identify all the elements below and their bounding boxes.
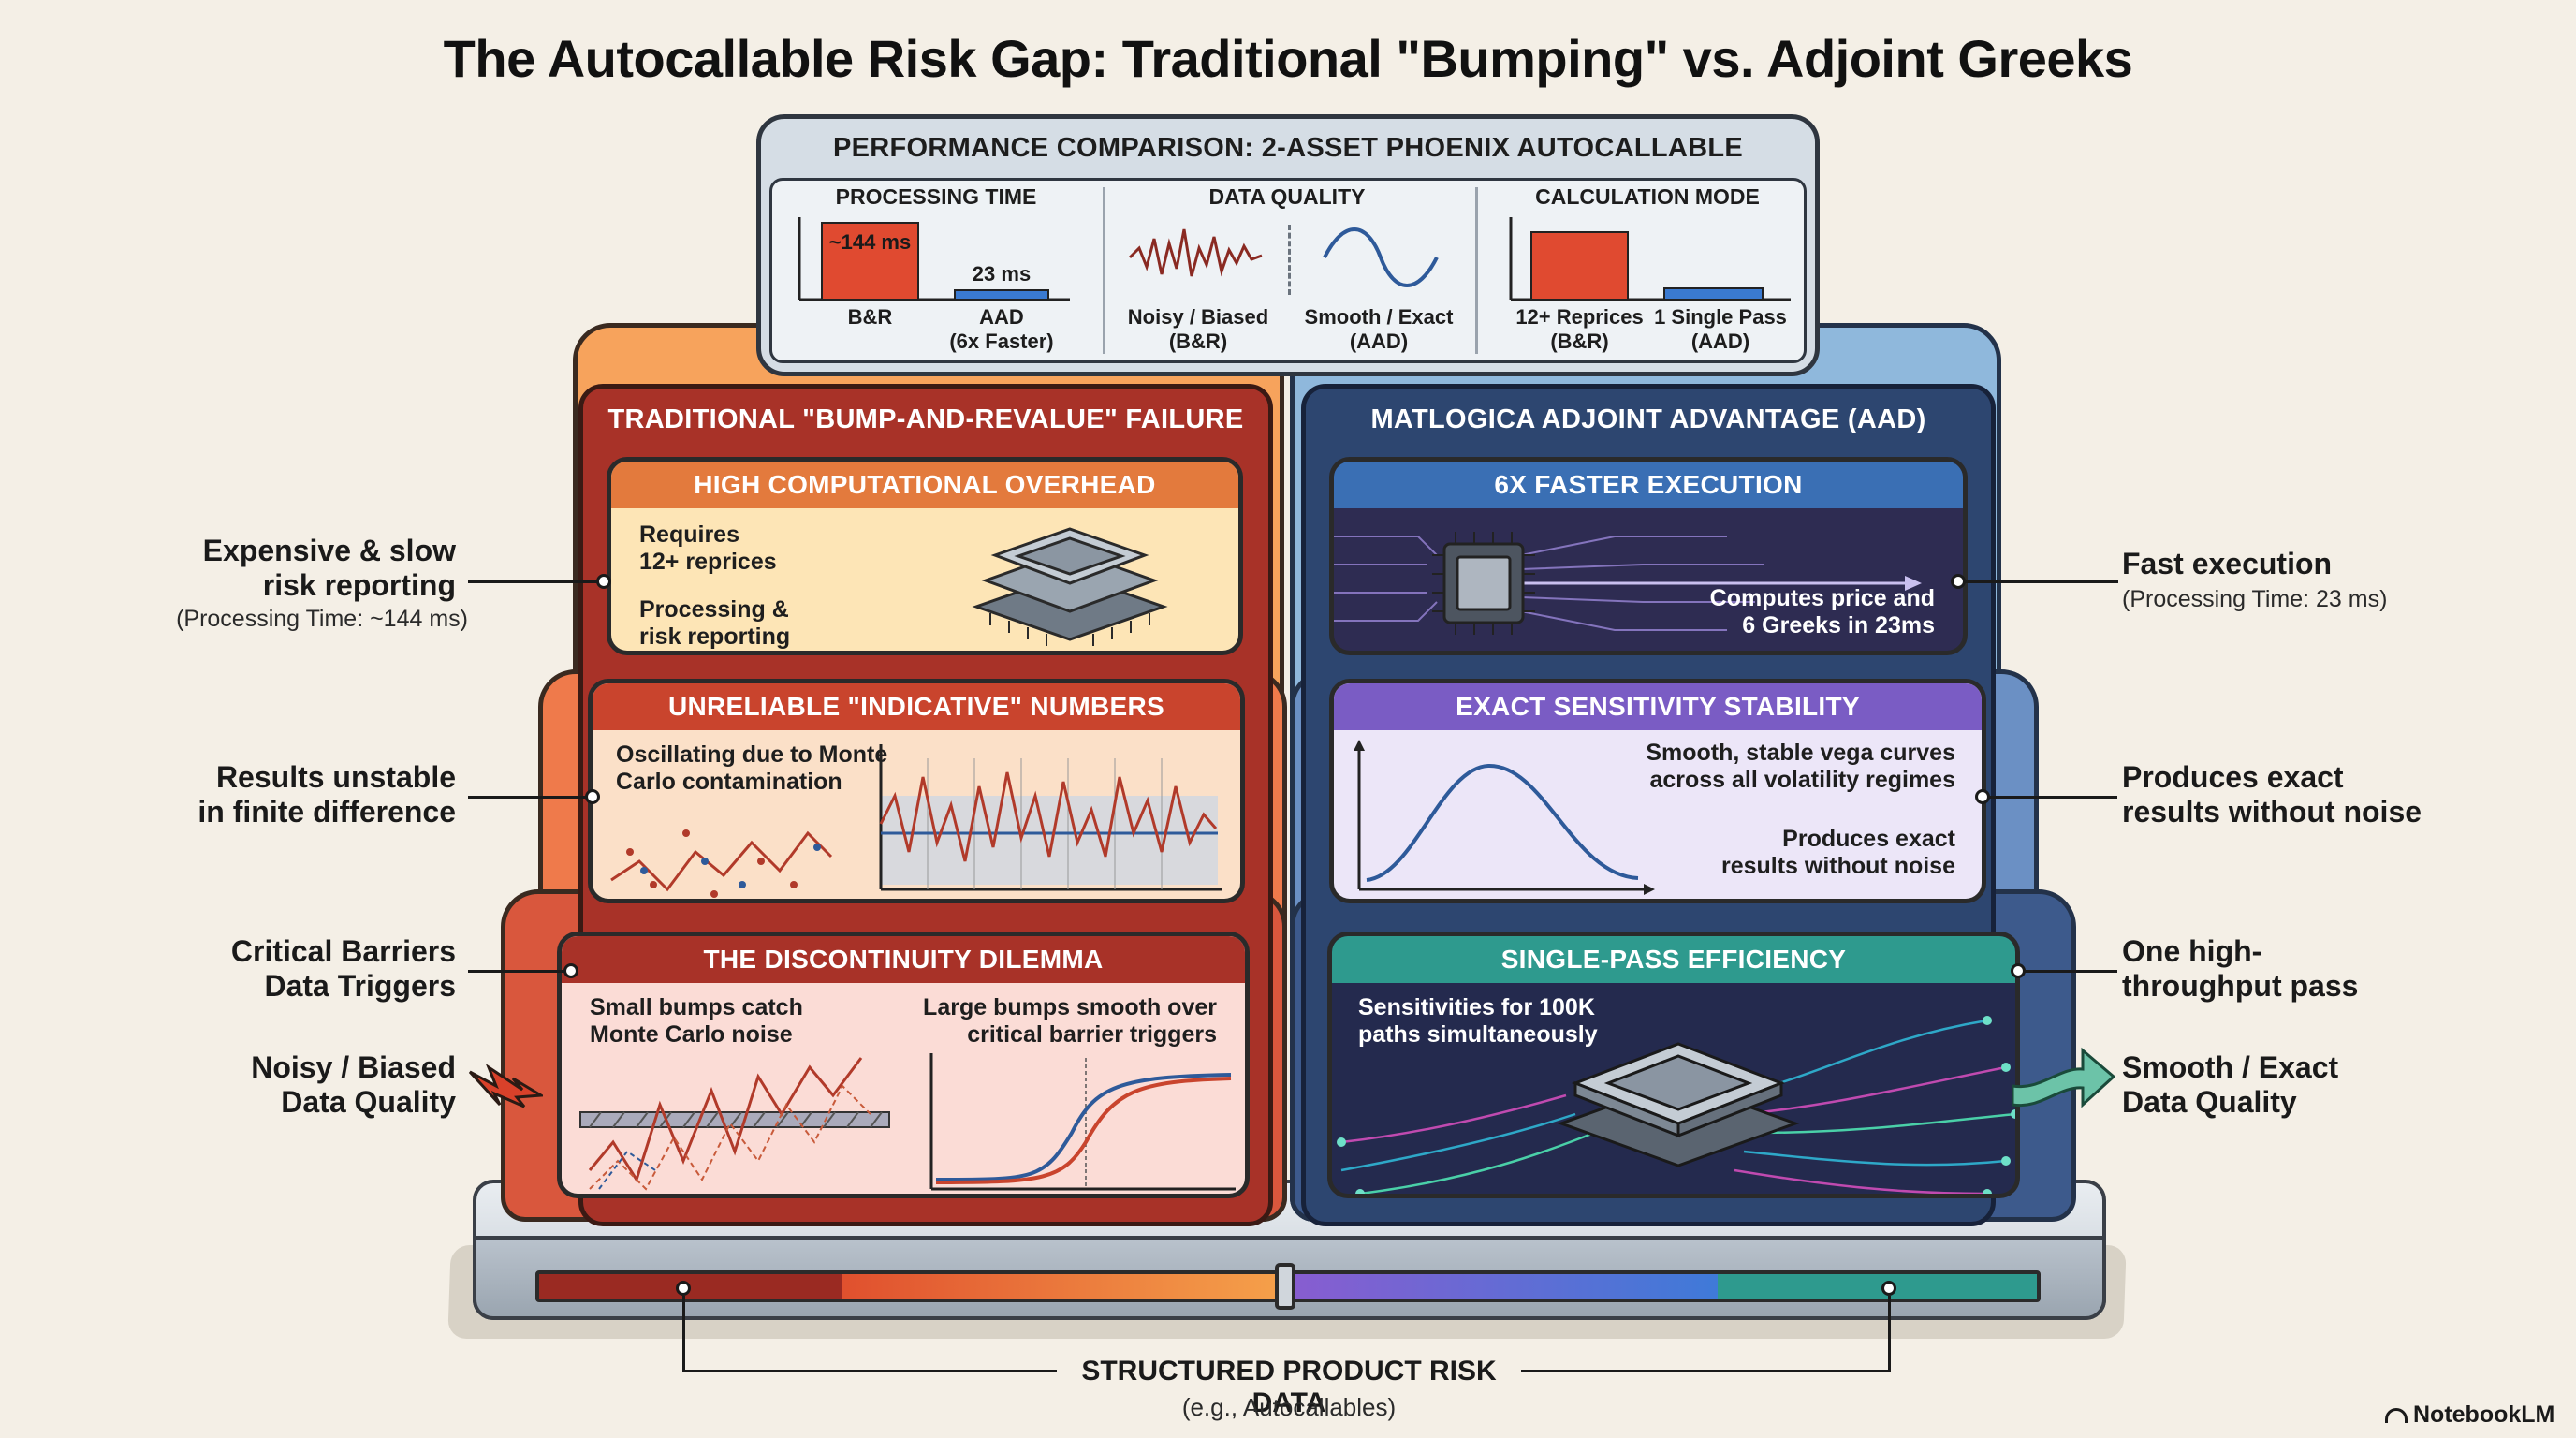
bracket-line xyxy=(1888,1296,1891,1372)
card-single-pass-efficiency: SINGLE-PASS EFFICIENCY xyxy=(1327,932,2020,1198)
circuit-lines-graphic xyxy=(1334,536,1922,631)
page-title: The Autocallable Risk Gap: Traditional "… xyxy=(443,29,2133,88)
bracket-dot-left xyxy=(676,1281,691,1296)
single-pass-label: 1 Single Pass(AAD) xyxy=(1654,305,1787,353)
oscillating-line-chart xyxy=(879,744,1222,891)
connector-dot xyxy=(585,789,600,804)
br-time-value: ~144 ms xyxy=(828,230,912,254)
noisy-label: Noisy / Biased(B&R) xyxy=(1127,305,1269,353)
bracket-dot-right xyxy=(1881,1281,1896,1296)
circuit-traces-graphic xyxy=(1337,1016,2015,1194)
connector-line xyxy=(1986,796,2117,799)
smooth-label: Smooth / Exact(AAD) xyxy=(1304,305,1454,353)
output-arrow-icon xyxy=(2012,1047,2115,1108)
data-quality-heading: DATA QUALITY xyxy=(1208,184,1366,209)
connector-dot xyxy=(596,574,611,589)
calculation-mode-heading: CALCULATION MODE xyxy=(1535,184,1760,209)
br-time-label: B&R xyxy=(847,305,893,329)
barrier-noise-chart xyxy=(579,1057,890,1191)
spectrum-slider-handle[interactable] xyxy=(1275,1263,1295,1310)
noisy-signal-icon xyxy=(1128,228,1263,277)
structured-product-label: STRUCTURED PRODUCT RISK DATA xyxy=(1081,1356,1497,1418)
card-unreliable-indicative-numbers: UNRELIABLE "INDICATIVE" NUMBERS Oscillat… xyxy=(588,679,1245,903)
aad-time-value: 23 ms xyxy=(972,262,1032,286)
label-processing-time-144: (Processing Time: ~144 ms) xyxy=(176,606,468,632)
calculation-mode-bar-chart xyxy=(1509,217,1791,301)
divider xyxy=(1475,187,1478,354)
label-one-high-throughput: One high-throughput pass xyxy=(2122,934,2359,1003)
card-discontinuity-dilemma: THE DISCONTINUITY DILEMMA Small bumps ca… xyxy=(557,932,1250,1198)
card-heading: 6X FASTER EXECUTION xyxy=(1334,462,1963,508)
performance-title: PERFORMANCE COMPARISON: 2-ASSET PHOENIX … xyxy=(832,133,1744,163)
connector-dot xyxy=(1975,789,1990,804)
label-processing-time-23: (Processing Time: 23 ms) xyxy=(2122,586,2388,612)
smooth-signal-icon xyxy=(1323,227,1439,287)
overhead-text-2: Processing &risk reporting xyxy=(639,596,791,650)
notebooklm-logo-icon xyxy=(2385,1408,2408,1423)
card-heading: UNRELIABLE "INDICATIVE" NUMBERS xyxy=(593,683,1240,730)
card-exact-sensitivity-stability: EXACT SENSITIVITY STABILITY Smooth, stab… xyxy=(1329,679,1986,903)
dashed-divider xyxy=(1288,225,1291,295)
aad-time-label: AAD(6x Faster) xyxy=(949,305,1054,353)
bracket-line xyxy=(1521,1370,1891,1372)
reprices-label: 12+ Reprices(B&R) xyxy=(1515,305,1644,353)
card-heading: THE DISCONTINUITY DILEMMA xyxy=(562,936,1245,983)
label-fast-execution: Fast execution xyxy=(2122,547,2333,580)
bracket-line xyxy=(682,1370,1057,1372)
connector-dot xyxy=(1951,574,1966,589)
bell-curve-chart xyxy=(1354,740,1655,895)
card-heading: EXACT SENSITIVITY STABILITY xyxy=(1334,683,1982,730)
bracket-line xyxy=(682,1296,685,1372)
connector-dot xyxy=(2011,963,2026,978)
connector-line xyxy=(468,580,604,583)
connector-line xyxy=(1964,580,2118,583)
divider xyxy=(1103,187,1105,354)
brand-watermark: NotebookLM xyxy=(2385,1401,2554,1429)
left-column-heading: TRADITIONAL "BUMP-AND-REVALUE" FAILURE xyxy=(607,404,1244,434)
smooth-sigmoid-chart xyxy=(929,1053,1236,1191)
connector-line xyxy=(468,970,571,973)
cpu-chip-3d-icon xyxy=(1557,1042,1800,1167)
connector-line xyxy=(468,796,592,799)
lightning-crack-icon xyxy=(468,1064,543,1108)
connector-dot xyxy=(564,963,578,978)
cpu-chip-icon xyxy=(1432,532,1535,635)
card-heading: HIGH COMPUTATIONAL OVERHEAD xyxy=(611,462,1238,508)
processing-time-bar-chart xyxy=(798,217,1070,301)
structured-product-sublabel: (e.g., Autocallables) xyxy=(1181,1393,1397,1421)
stacked-cpu-chip-icon xyxy=(972,527,1168,646)
scatter-noise-icon xyxy=(610,829,833,898)
card-heading: SINGLE-PASS EFFICIENCY xyxy=(1332,936,2015,983)
connector-line xyxy=(2022,970,2117,973)
processing-time-heading: PROCESSING TIME xyxy=(835,184,1037,209)
right-column-heading: MATLOGICA ADJOINT ADVANTAGE (AAD) xyxy=(1370,404,1926,434)
